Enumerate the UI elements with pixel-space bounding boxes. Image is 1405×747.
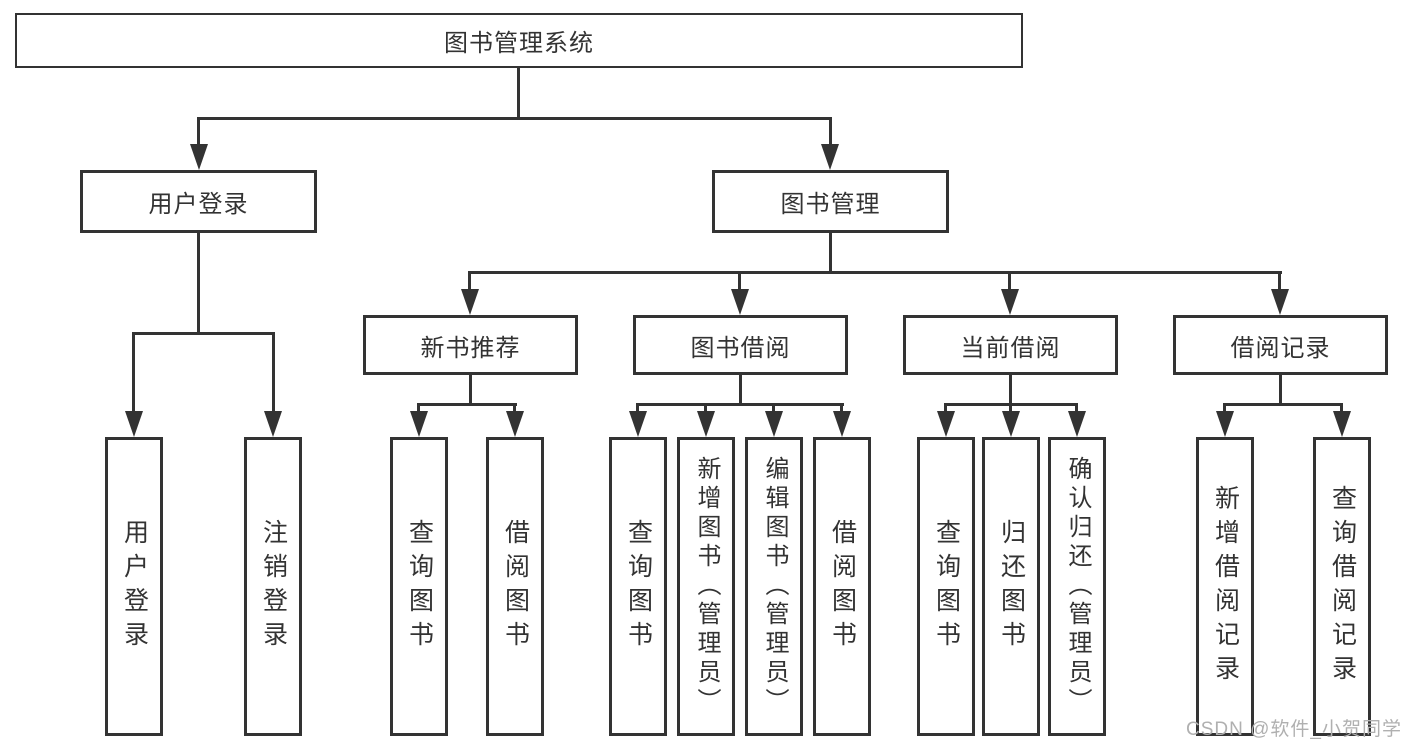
leaf-query-books-borrow-label: 查询图书 bbox=[624, 518, 653, 655]
leaf-query-books-recommend-label: 查询图书 bbox=[405, 518, 434, 655]
leaf-return-book: 归还图书 bbox=[982, 437, 1040, 736]
arrowhead-down-user-login bbox=[190, 144, 208, 170]
connector-root-stem bbox=[517, 68, 520, 118]
connector-groupD-stem-2 bbox=[1340, 403, 1343, 416]
arrowhead-down-borrow-records bbox=[1271, 289, 1289, 315]
arrowhead-down-groupB-2 bbox=[697, 411, 715, 437]
leaf-query-borrow-record-label: 查询借阅记录 bbox=[1328, 484, 1357, 689]
node-library-management-system: 图书管理系统 bbox=[15, 13, 1023, 68]
connector-groupC-stem-1 bbox=[944, 403, 947, 416]
arrowhead-down-groupA-2 bbox=[506, 411, 524, 437]
arrowhead-down-groupB-1 bbox=[629, 411, 647, 437]
connector-user-login-down bbox=[197, 233, 200, 334]
csdn-watermark: CSDN @软件_小贺同学 bbox=[1186, 719, 1402, 740]
leaf-query-borrow-record: 查询借阅记录 bbox=[1313, 437, 1371, 736]
connector-groupB-rail bbox=[636, 403, 844, 406]
node-new-book-recommend: 新书推荐 bbox=[363, 315, 578, 375]
connector-groupB-stem-1 bbox=[636, 403, 639, 416]
leaf-borrow-books-borrow: 借阅图书 bbox=[813, 437, 871, 736]
node-user-login-label: 用户登录 bbox=[148, 191, 249, 218]
connector-groupC-stem-3 bbox=[1075, 403, 1078, 416]
connector-user-login-rail bbox=[132, 332, 275, 335]
leaf-borrow-books-recommend-label: 借阅图书 bbox=[501, 518, 530, 655]
connector-groupC-down bbox=[1009, 375, 1012, 405]
connector-groupA-down bbox=[469, 375, 472, 405]
connector-groupD-down bbox=[1279, 375, 1282, 405]
node-library-management-system-label: 图书管理系统 bbox=[444, 30, 594, 57]
arrowhead-down-groupD-1 bbox=[1216, 411, 1234, 437]
arrowhead-down-groupC-3 bbox=[1068, 411, 1086, 437]
node-user-login: 用户登录 bbox=[80, 170, 317, 233]
connector-groupB-stem-2 bbox=[704, 403, 707, 416]
leaf-query-books-borrow: 查询图书 bbox=[609, 437, 667, 736]
leaf-query-books-recommend: 查询图书 bbox=[390, 437, 448, 736]
arrowhead-down-groupA-1 bbox=[410, 411, 428, 437]
leaf-query-books-current-label: 查询图书 bbox=[932, 518, 961, 655]
connector-book-borrow-stem bbox=[738, 271, 741, 293]
connector-leaf-logout-stem bbox=[272, 332, 275, 412]
node-new-book-recommend-label: 新书推荐 bbox=[420, 334, 521, 362]
node-current-borrow-label: 当前借阅 bbox=[960, 334, 1061, 362]
arrowhead-down-leaf-logout bbox=[264, 411, 282, 437]
connector-groupD-stem-1 bbox=[1223, 403, 1226, 416]
node-book-borrow: 图书借阅 bbox=[633, 315, 848, 375]
connector-borrow-records-stem bbox=[1278, 271, 1281, 293]
connector-groupC-stem-2 bbox=[1009, 403, 1012, 416]
node-current-borrow: 当前借阅 bbox=[903, 315, 1118, 375]
connector-leaf-user-login-stem bbox=[132, 332, 135, 412]
leaf-add-borrow-record: 新增借阅记录 bbox=[1196, 437, 1254, 736]
arrowhead-down-groupB-4 bbox=[833, 411, 851, 437]
connector-new-book-stem bbox=[468, 271, 471, 293]
leaf-user-login: 用户登录 bbox=[105, 437, 163, 736]
leaf-user-login-label: 用户登录 bbox=[120, 518, 149, 655]
arrowhead-down-groupD-2 bbox=[1333, 411, 1351, 437]
leaf-add-borrow-record-label: 新增借阅记录 bbox=[1211, 484, 1240, 689]
arrowhead-down-groupC-1 bbox=[937, 411, 955, 437]
connector-groupA-stem-2 bbox=[513, 403, 516, 416]
connector-user-login-stem bbox=[197, 117, 200, 149]
leaf-edit-book-admin-label: 编辑图书（管理员） bbox=[761, 456, 788, 717]
connector-level1-rail bbox=[197, 117, 832, 120]
node-borrow-records: 借阅记录 bbox=[1173, 315, 1388, 375]
leaf-add-book-admin: 新增图书（管理员） bbox=[677, 437, 735, 736]
connector-groupB-down bbox=[739, 375, 742, 405]
connector-groupB-stem-3 bbox=[772, 403, 775, 416]
leaf-borrow-books-borrow-label: 借阅图书 bbox=[828, 518, 857, 655]
arrowhead-down-new-book bbox=[461, 289, 479, 315]
arrowhead-down-groupC-2 bbox=[1002, 411, 1020, 437]
node-book-management-label: 图书管理 bbox=[780, 191, 881, 218]
node-borrow-records-label: 借阅记录 bbox=[1230, 334, 1331, 362]
node-book-borrow-label: 图书借阅 bbox=[690, 334, 791, 362]
arrowhead-down-book-borrow bbox=[731, 289, 749, 315]
arrowhead-down-current-borrow bbox=[1001, 289, 1019, 315]
leaf-return-book-label: 归还图书 bbox=[997, 518, 1026, 655]
connector-book-mgmt-stem bbox=[829, 117, 832, 149]
connector-level2-rail bbox=[468, 271, 1282, 274]
connector-current-borrow-stem bbox=[1008, 271, 1011, 293]
connector-groupD-rail bbox=[1223, 403, 1343, 406]
leaf-logout: 注销登录 bbox=[244, 437, 302, 736]
leaf-confirm-return-admin: 确认归还（管理员） bbox=[1048, 437, 1106, 736]
leaf-logout-label: 注销登录 bbox=[259, 518, 288, 655]
connector-groupA-rail bbox=[417, 403, 517, 406]
leaf-confirm-return-admin-label: 确认归还（管理员） bbox=[1064, 456, 1091, 717]
connector-book-mgmt-down bbox=[829, 233, 832, 273]
node-book-management: 图书管理 bbox=[712, 170, 949, 233]
leaf-edit-book-admin: 编辑图书（管理员） bbox=[745, 437, 803, 736]
leaf-borrow-books-recommend: 借阅图书 bbox=[486, 437, 544, 736]
arrowhead-down-groupB-3 bbox=[765, 411, 783, 437]
arrowhead-down-book-mgmt bbox=[821, 144, 839, 170]
arrowhead-down-leaf-user-login bbox=[125, 411, 143, 437]
connector-groupA-stem-1 bbox=[417, 403, 420, 416]
leaf-add-book-admin-label: 新增图书（管理员） bbox=[693, 456, 720, 717]
connector-groupB-stem-4 bbox=[840, 403, 843, 416]
leaf-query-books-current: 查询图书 bbox=[917, 437, 975, 736]
